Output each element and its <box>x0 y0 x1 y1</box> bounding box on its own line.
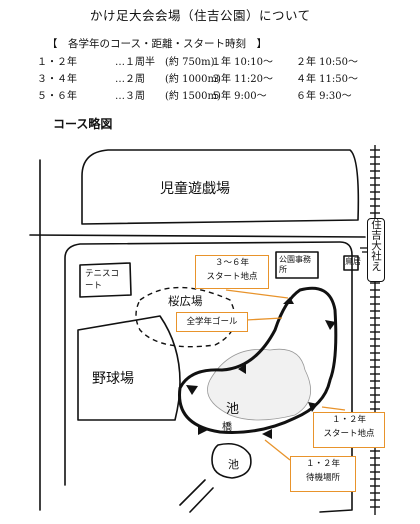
start-time: ６年 9:30〜 <box>296 91 352 102</box>
callout-connectors <box>225 289 346 461</box>
start-time: ４年 11:50〜 <box>296 74 358 85</box>
schedule-heading: 【 各学年のコース・距離・スタート時刻 】 <box>47 38 267 50</box>
callout-line: １・２年 <box>331 415 366 425</box>
schedule-row: ５・６年 …３周 (約 1500m)５年 9:00〜 ６年 9:30〜 <box>37 87 376 102</box>
map-title: コース略図 <box>53 117 113 131</box>
goal-callout: 全学年ゴール <box>176 312 248 332</box>
grade: ３・４年 <box>37 74 77 85</box>
start-time: ５年 9:00〜 <box>211 91 267 102</box>
baseball-label: 野球場 <box>92 371 134 387</box>
start-point-12-callout: １・２年 スタート地点 <box>313 412 385 448</box>
shrine-label: 住吉大社え <box>370 219 382 272</box>
start-time: ２年 10:50〜 <box>296 57 358 68</box>
bridge-label: 橋 <box>222 422 232 433</box>
small-pond-label: 池 <box>228 458 239 471</box>
shrine-sign: 住吉大社え <box>367 218 385 282</box>
railway-line <box>370 145 380 515</box>
callout-line: １・２年 <box>305 459 340 469</box>
course: …１周半 (約 750m) <box>115 57 215 68</box>
pond-label: 池 <box>226 402 240 417</box>
course-path <box>178 286 338 434</box>
callout-line: ３〜６年 <box>214 258 249 268</box>
waiting-area-12-callout: １・２年 待機場所 <box>290 456 356 492</box>
sakura-label: 桜広場 <box>168 294 203 308</box>
callout-line: スタート地点 <box>206 272 258 282</box>
callout-line: 全学年ゴール <box>186 317 238 327</box>
road-line <box>179 479 214 513</box>
sakura-plaza <box>135 286 236 348</box>
road-line <box>29 234 366 238</box>
grade: １・２年 <box>37 57 77 68</box>
pond <box>207 348 312 421</box>
gate-label: 鳥居 <box>345 257 361 266</box>
course: …３周 (約 1500m) <box>115 91 221 102</box>
schedule-row: １・２年 …１周半 (約 750m)１年 10:10〜 ２年 10:50〜 <box>37 53 376 68</box>
course: …２周 (約 1000m) <box>115 74 221 85</box>
office-building <box>275 251 319 279</box>
callout-line: スタート地点 <box>323 429 375 439</box>
course-arrows <box>186 297 336 439</box>
page-title: かけ足大会会場（住吉公園）について <box>90 8 311 23</box>
baseball-field <box>77 315 181 421</box>
small-building <box>343 255 359 271</box>
playground-label: 児童遊戯場 <box>160 181 230 197</box>
playground-boundary <box>81 149 360 225</box>
tennis-court <box>79 262 132 298</box>
start-time: １年 10:10〜 <box>211 57 273 68</box>
small-pond <box>211 442 252 479</box>
tennis-label: テニスコート <box>85 269 120 291</box>
schedule-row: ３・４年 …２周 (約 1000m)３年 11:20〜 ４年 11:50〜 <box>37 70 376 85</box>
office-label: 公園事務所 <box>279 255 311 274</box>
start-point-34-callout: ３〜６年 スタート地点 <box>195 255 269 289</box>
start-time: ３年 11:20〜 <box>211 74 273 85</box>
park-boundary <box>64 241 353 513</box>
grade: ５・６年 <box>37 91 77 102</box>
callout-line: 待機場所 <box>305 473 340 483</box>
